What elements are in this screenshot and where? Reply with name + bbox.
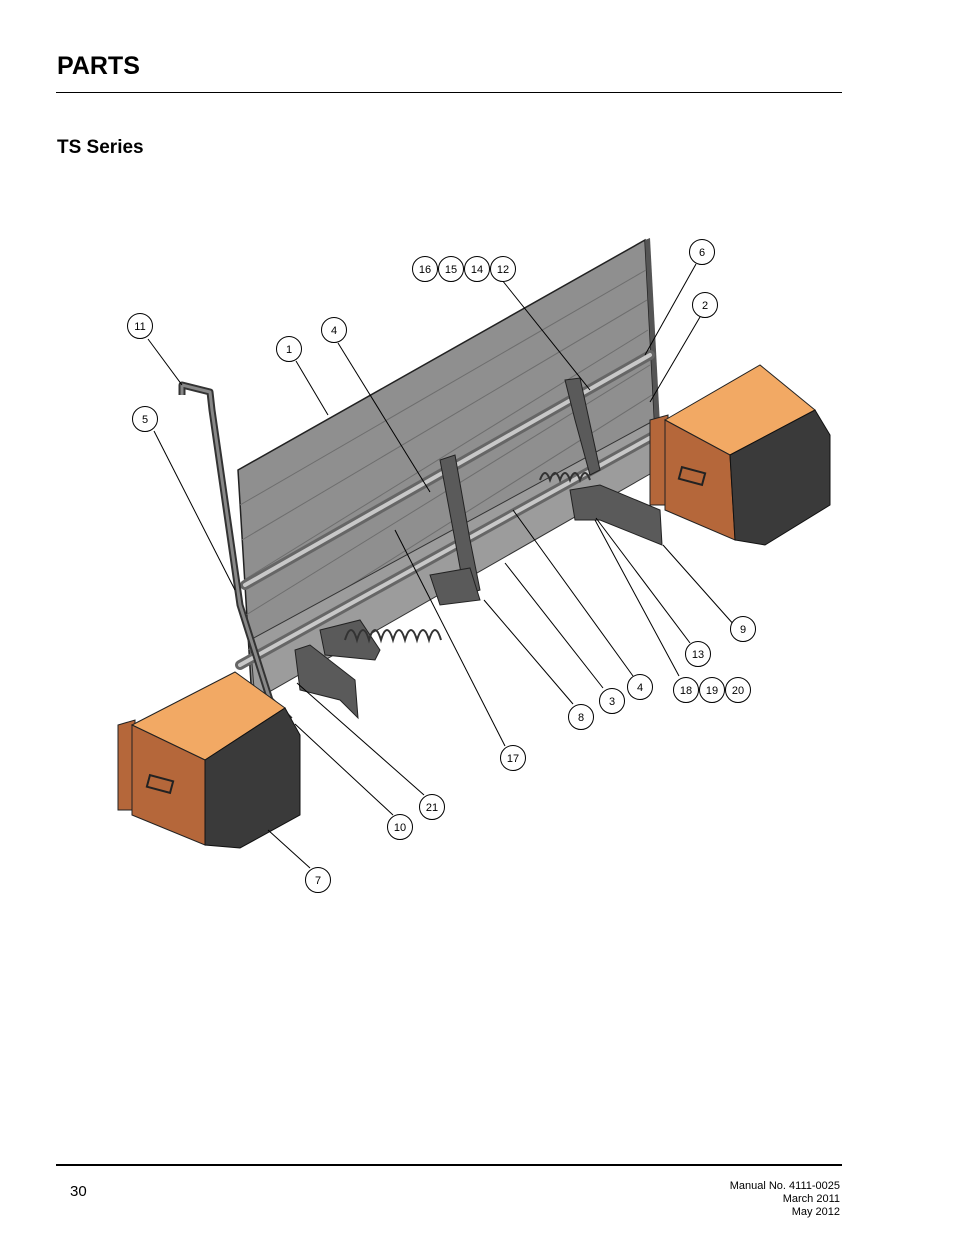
leader-lines <box>147 263 736 869</box>
callout-14: 14 <box>464 256 490 282</box>
callout-6: 6 <box>689 239 715 265</box>
callout-19: 19 <box>699 677 725 703</box>
footer-rule <box>56 1164 842 1166</box>
svg-text:16: 16 <box>419 264 431 276</box>
right-shoe <box>649 364 831 546</box>
callout-11: 11 <box>127 313 153 339</box>
manual-number: Manual No. 4111-0025 <box>729 1180 840 1192</box>
callout-1: 1 <box>276 336 302 362</box>
svg-text:6: 6 <box>699 247 705 259</box>
svg-text:17: 17 <box>507 753 519 765</box>
callout-20: 20 <box>725 677 751 703</box>
svg-text:14: 14 <box>471 264 483 276</box>
svg-text:8: 8 <box>578 712 584 724</box>
footer-info: Manual No. 4111-0025 March 2011 May 2012 <box>730 1180 840 1219</box>
callout-3: 3 <box>599 688 625 714</box>
left-shoe <box>117 671 301 849</box>
header-rule <box>56 92 842 93</box>
callout-4: 4 <box>321 317 347 343</box>
page-number: 30 <box>70 1183 87 1200</box>
callout-21: 21 <box>419 794 445 820</box>
callout-4b: 4 <box>627 674 653 700</box>
callout-13: 13 <box>685 641 711 667</box>
svg-text:10: 10 <box>394 822 406 834</box>
callout-15: 15 <box>438 256 464 282</box>
svg-text:12: 12 <box>497 264 509 276</box>
callout-16: 16 <box>412 256 438 282</box>
callout-18: 18 <box>673 677 699 703</box>
svg-text:9: 9 <box>740 624 746 636</box>
svg-text:2: 2 <box>702 300 708 312</box>
callout-8: 8 <box>568 704 594 730</box>
svg-text:7: 7 <box>315 875 321 887</box>
svg-text:4: 4 <box>331 325 337 337</box>
callouts: 16 15 14 12 6 2 11 4 1 5 9 13 4 18 19 20… <box>127 239 756 893</box>
svg-text:15: 15 <box>445 264 457 276</box>
callout-9: 9 <box>730 616 756 642</box>
svg-text:19: 19 <box>706 685 718 697</box>
spring <box>344 472 591 644</box>
section-title: TS Series <box>57 137 144 158</box>
svg-text:11: 11 <box>134 321 145 333</box>
svg-text:20: 20 <box>732 685 744 697</box>
svg-text:1: 1 <box>286 344 292 356</box>
svg-text:13: 13 <box>692 649 704 661</box>
revision-date-2: May 2012 <box>791 1206 840 1218</box>
page-title: PARTS <box>57 52 140 80</box>
brackets <box>294 377 663 720</box>
svg-text:4: 4 <box>637 682 643 694</box>
svg-text:21: 21 <box>426 802 438 814</box>
callout-5: 5 <box>132 406 158 432</box>
svg-text:3: 3 <box>609 696 615 708</box>
callout-12: 12 <box>490 256 516 282</box>
svg-text:5: 5 <box>142 414 148 426</box>
callout-17: 17 <box>500 745 526 771</box>
svg-text:18: 18 <box>680 685 692 697</box>
callout-10: 10 <box>387 814 413 840</box>
callout-2: 2 <box>692 292 718 318</box>
revision-date-1: March 2011 <box>782 1193 840 1205</box>
callout-7: 7 <box>305 867 331 893</box>
